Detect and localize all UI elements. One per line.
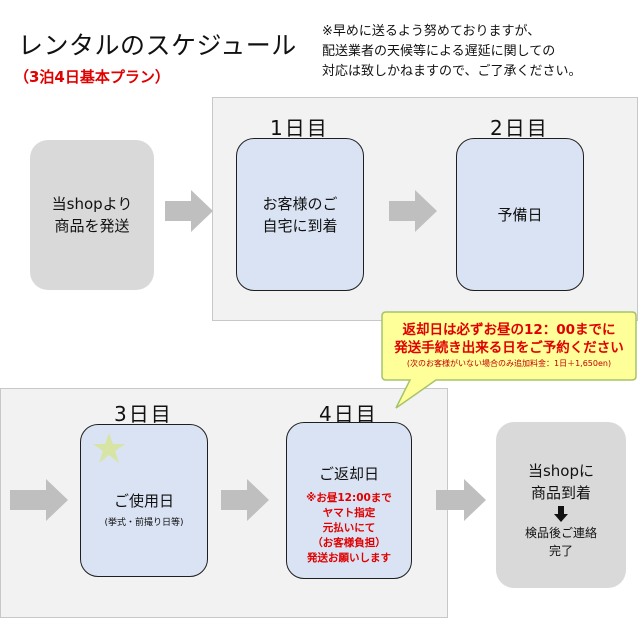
page-title: レンタルのスケジュール [18,31,297,60]
callout-bubble [381,311,637,409]
day1-label: 1日目 [270,116,329,140]
day1-line: お客様のご [262,194,338,213]
callout-line: 返却日は必ずお昼の12：00までに [402,322,616,338]
day1-box: お客様のご 自宅に到着 [236,138,364,291]
ship-box: 当shopより 商品を発送 [30,140,154,290]
callout-text: 返却日は必ずお昼の12：00までに 発送手続き出来る日をご予約ください (次のお… [378,321,640,371]
ship-line: 当shopより [51,195,133,213]
day4-return-instructions: ※お昼12:00まで ヤマト指定 元払いにて （お客様負担） 発送お願いします [306,491,392,566]
day4-red-line: 発送お願いします [306,552,391,564]
note-line: 配送業者の天候等による遅延に関しての [322,44,556,59]
plan-subtitle: （3泊4日基本プラン） [14,68,170,86]
down-arrow-icon [554,506,568,522]
arrow-icon [436,479,486,521]
day1-line: 自宅に到着 [262,216,338,235]
day4-red-line: 元払いにて [322,522,376,534]
callout-sub: (次のお客様がいない場合のみ追加料金：1日＋1,650en) [406,359,612,368]
day3-sub: (挙式・前撮り日等) [104,517,184,528]
day3-box: ご使用日 (挙式・前撮り日等) [80,424,208,577]
day3-text: ご使用日 [113,491,174,510]
arrow-icon [165,190,213,232]
shipping-note: ※早めに送るよう努めておりますが、 配送業者の天候等による遅延に関しての 対応は… [322,22,634,82]
callout-line: 発送手続き出来る日をご予約ください [394,340,624,356]
note-line: 対応は致しかねますので、ご了承ください。 [322,64,582,79]
day4-red-line: ※お昼12:00まで [306,492,392,504]
day4-box: ご返却日 ※お昼12:00まで ヤマト指定 元払いにて （お客様負担） 発送お願… [286,422,412,579]
arrow-icon [389,190,437,232]
arrive-line: 商品到着 [530,484,591,502]
ship-line: 商品を発送 [54,217,130,235]
day4-text: ご返却日 [318,465,379,483]
arrive-after2: 完了 [548,544,573,558]
arrive-box: 当shopに 商品到着 検品後ご連絡 完了 [496,422,626,588]
day2-box: 予備日 [456,138,584,291]
arrow-icon [221,479,269,521]
star-icon [93,433,125,463]
day3-label: 3日目 [114,402,173,426]
arrow-icon [10,479,68,521]
day4-red-line: （お客様負担） [312,537,386,549]
day4-red-line: ヤマト指定 [322,507,376,519]
arrive-after: 検品後ご連絡 [524,526,597,540]
day2-label: 2日目 [490,116,549,140]
day2-text: 予備日 [497,205,543,224]
arrive-line: 当shopに [527,462,595,480]
note-line: ※早めに送るよう努めておりますが、 [322,24,541,39]
